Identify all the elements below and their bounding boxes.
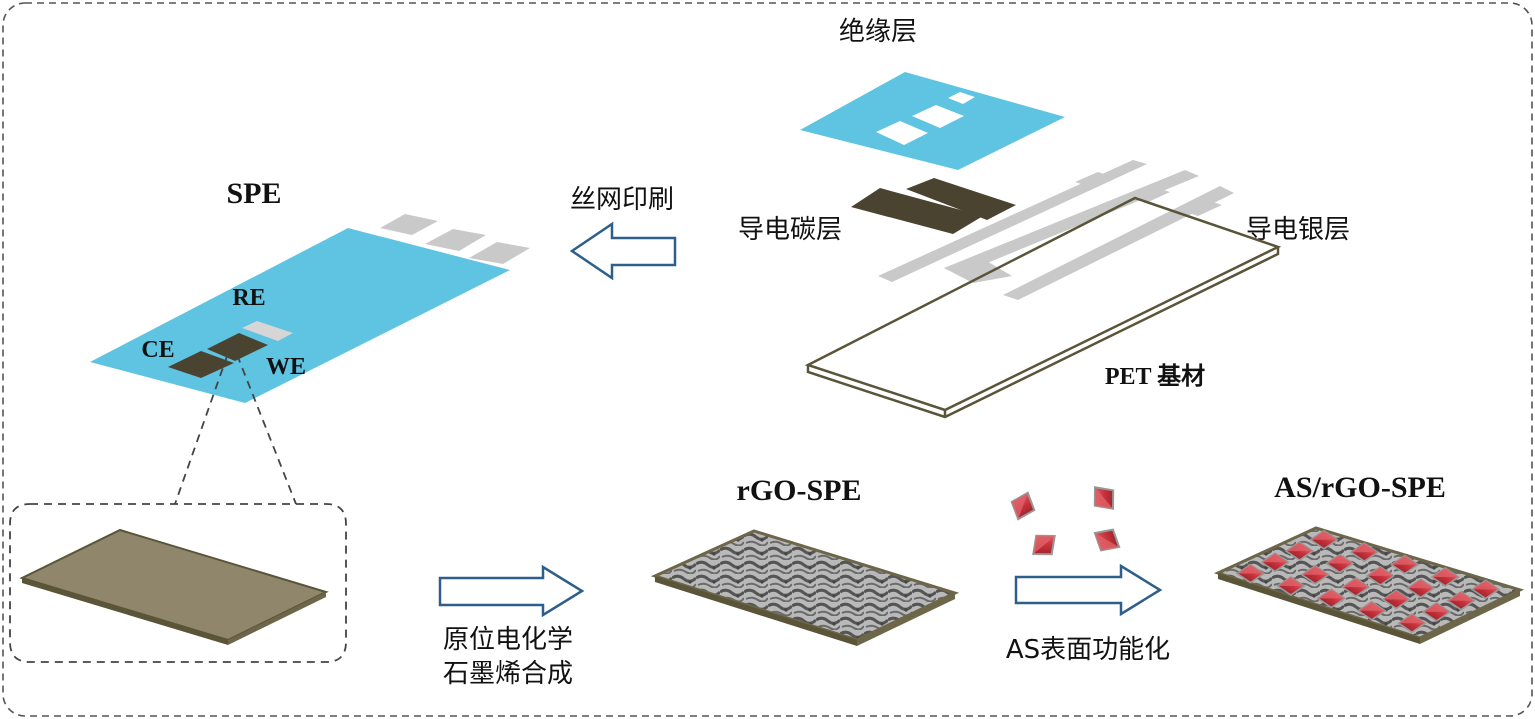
spe-title: SPE xyxy=(226,177,281,210)
spe-electrode xyxy=(90,214,530,403)
crystal-icon xyxy=(1024,525,1064,565)
rgo-spe-title: rGO-SPE xyxy=(737,474,862,507)
silver-layer xyxy=(878,160,1234,300)
crystal-icon xyxy=(1005,487,1041,525)
bare-working-electrode xyxy=(19,528,329,645)
carbon-layer xyxy=(851,178,1016,234)
crystal-icon xyxy=(1084,478,1124,518)
zoom-inset-frame xyxy=(9,503,347,663)
synthesis-label-line1: 原位电化学 xyxy=(443,625,573,655)
screen-printing-label: 丝网印刷 xyxy=(570,185,674,215)
re-label: RE xyxy=(232,285,265,311)
pet-substrate xyxy=(804,196,1282,419)
insulation-layer-label: 绝缘层 xyxy=(839,17,917,47)
rgo-spe-electrode xyxy=(650,529,960,646)
pet-substrate-label: PET 基材 xyxy=(1105,363,1205,390)
zoom-lines xyxy=(174,341,297,505)
back-arrow-icon xyxy=(569,221,677,281)
crystal-icon xyxy=(1087,521,1127,559)
silver-layer-label: 导电银层 xyxy=(1246,215,1350,245)
ce-label: CE xyxy=(141,337,174,363)
carbon-layer-label: 导电碳层 xyxy=(738,215,842,245)
we-label: WE xyxy=(266,354,306,380)
flow-arrow-icon xyxy=(1014,563,1163,617)
flow-arrow-icon xyxy=(438,564,585,618)
synthesis-label-line2: 石墨烯合成 xyxy=(443,659,573,689)
as-rgo-spe-title: AS/rGO-SPE xyxy=(1274,471,1446,504)
as-crystals xyxy=(1005,478,1127,565)
as-functionalization-label: AS表面功能化 xyxy=(1006,635,1170,665)
insulation-layer xyxy=(800,72,1065,170)
